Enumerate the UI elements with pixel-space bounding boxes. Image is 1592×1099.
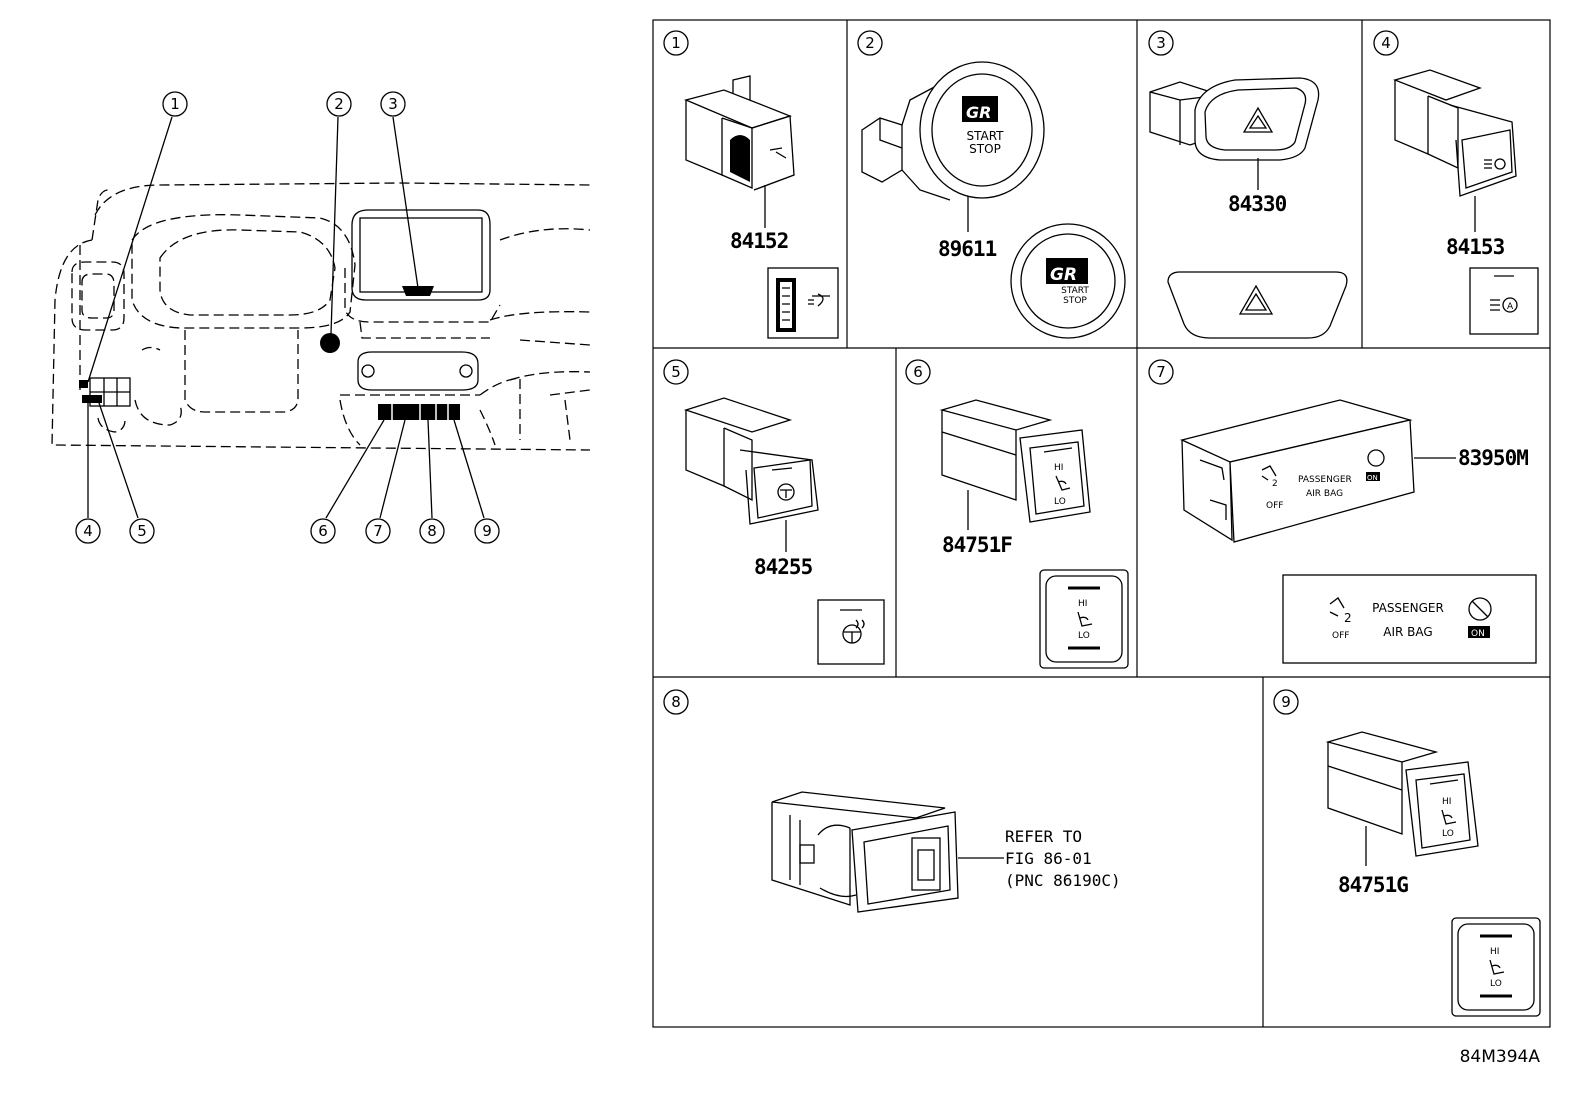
part-84255-drawing [683, 397, 819, 525]
part-84152-drawing [683, 75, 795, 191]
part-84255-symbol [817, 599, 885, 665]
svg-text:OFF: OFF [1266, 501, 1283, 511]
svg-text:LO: LO [1442, 829, 1454, 839]
part-84751F-drawing: HI LO [939, 399, 1091, 523]
panel-6-callout: 6 [913, 363, 923, 381]
svg-text:STOP: STOP [1063, 296, 1087, 306]
panel-1-callout: 1 [671, 34, 681, 52]
part-84330-drawing [1149, 77, 1320, 161]
svg-text:START: START [1061, 286, 1089, 296]
svg-text:START: START [966, 129, 1004, 143]
panel-5-callout: 5 [671, 363, 681, 381]
part-84751G-symbol: HI LO [1451, 917, 1541, 1017]
overview-callout-4: 4 [75, 518, 101, 544]
part-number-84751G: 84751G [1338, 873, 1408, 897]
panel-2: 2 GR START STOP 89611 GR START STOP [857, 30, 1126, 339]
parts-grid [652, 19, 1551, 1028]
svg-text:LO: LO [1078, 631, 1090, 641]
panel-4-callout: 4 [1381, 34, 1391, 52]
svg-text:4: 4 [83, 522, 93, 540]
refer-to-line-2: FIG 86-01 [1005, 849, 1092, 868]
svg-text:2: 2 [334, 95, 344, 113]
part-number-84255: 84255 [754, 555, 813, 579]
refer-to-line-3: (PNC 86190C) [1005, 871, 1121, 890]
panel-1: 1 84152 [663, 30, 839, 339]
svg-text:5: 5 [137, 522, 147, 540]
svg-text:OFF: OFF [1332, 631, 1349, 641]
svg-text:AIR BAG: AIR BAG [1383, 625, 1432, 639]
part-number-83950M: 83950M [1458, 446, 1528, 470]
panel-5: 5 84255 [663, 359, 885, 665]
part-number-84330: 84330 [1228, 192, 1287, 216]
svg-text:GR: GR [966, 103, 991, 122]
svg-text:A: A [1507, 302, 1514, 312]
svg-text:HI: HI [1078, 599, 1087, 609]
svg-text:GR: GR [1050, 265, 1077, 285]
svg-text:6: 6 [318, 522, 328, 540]
part-84152-symbol [767, 267, 839, 339]
svg-text:LO: LO [1054, 497, 1066, 507]
svg-text:9: 9 [482, 522, 492, 540]
svg-text:AIR BAG: AIR BAG [1306, 489, 1343, 499]
panel-4: 4 84153 A [1373, 30, 1539, 335]
panel-8-callout: 8 [671, 693, 681, 711]
part-84153-drawing [1392, 69, 1517, 197]
overview-callout-3: 3 [380, 91, 406, 117]
svg-text:HI: HI [1442, 797, 1451, 807]
panel-7: 7 2 OFF PASSENGER AIR BAG ON 83950M 2 OF… [1148, 359, 1537, 664]
passenger-airbag-indicator-symbol: 2 OFF PASSENGER AIR BAG ON [1282, 574, 1537, 664]
overview-callout-9: 9 [474, 518, 500, 544]
svg-text:LO: LO [1490, 979, 1502, 989]
svg-text:1: 1 [170, 95, 180, 113]
figure-code: 84M394A [1460, 1047, 1541, 1067]
part-number-89611: 89611 [938, 237, 997, 261]
svg-text:8: 8 [427, 522, 437, 540]
panel-9-callout: 9 [1281, 693, 1291, 711]
svg-text:2: 2 [1344, 611, 1352, 625]
panel-8: 8 REFER TO FIG 86-01 (PNC 86190C) [663, 689, 1121, 913]
svg-text:2: 2 [1272, 479, 1278, 489]
part-84153-symbol: A [1469, 267, 1539, 335]
overview-callout-7: 7 [365, 518, 391, 544]
part-89611-drawing: GR START STOP [861, 61, 1045, 201]
svg-text:HI: HI [1054, 463, 1063, 473]
hazard-switch-symbol [1167, 271, 1348, 339]
part-84751F-symbol: HI LO [1039, 569, 1129, 669]
refer-to-line-1: REFER TO [1005, 827, 1082, 846]
overview-callout-5: 5 [129, 518, 155, 544]
svg-text:7: 7 [373, 522, 383, 540]
panel-3: 3 84330 [1148, 30, 1348, 339]
part-83950M-drawing: 2 OFF PASSENGER AIR BAG ON [1180, 399, 1415, 543]
panel-3-callout: 3 [1156, 34, 1166, 52]
panel-9: 9 HI LO 84751G HI LO [1273, 689, 1541, 1017]
part-number-84152: 84152 [730, 229, 788, 253]
part-86190C-drawing [771, 791, 959, 913]
svg-text:HI: HI [1490, 947, 1499, 957]
overview-callout-6: 6 [310, 518, 336, 544]
svg-text:STOP: STOP [969, 142, 1001, 156]
svg-text:ON: ON [1471, 629, 1485, 639]
panel-7-callout: 7 [1156, 363, 1166, 381]
overview-callout-8: 8 [419, 518, 445, 544]
part-number-84153: 84153 [1446, 235, 1505, 259]
dashboard-overview: 1 2 3 4 5 6 7 8 9 [51, 91, 591, 544]
overview-callout-2: 2 [326, 91, 352, 117]
svg-text:ON: ON [1367, 474, 1378, 482]
part-number-84751F: 84751F [942, 533, 1012, 557]
overview-callout-1: 1 [162, 91, 188, 117]
start-stop-button-symbol: GR START STOP [1010, 223, 1126, 339]
svg-text:PASSENGER: PASSENGER [1298, 475, 1352, 485]
panel-2-callout: 2 [865, 34, 875, 52]
panel-6: 6 HI LO 84751F HI LO [905, 359, 1129, 669]
svg-text:3: 3 [388, 95, 398, 113]
svg-text:PASSENGER: PASSENGER [1372, 601, 1444, 615]
part-84751G-drawing: HI LO [1325, 731, 1479, 857]
